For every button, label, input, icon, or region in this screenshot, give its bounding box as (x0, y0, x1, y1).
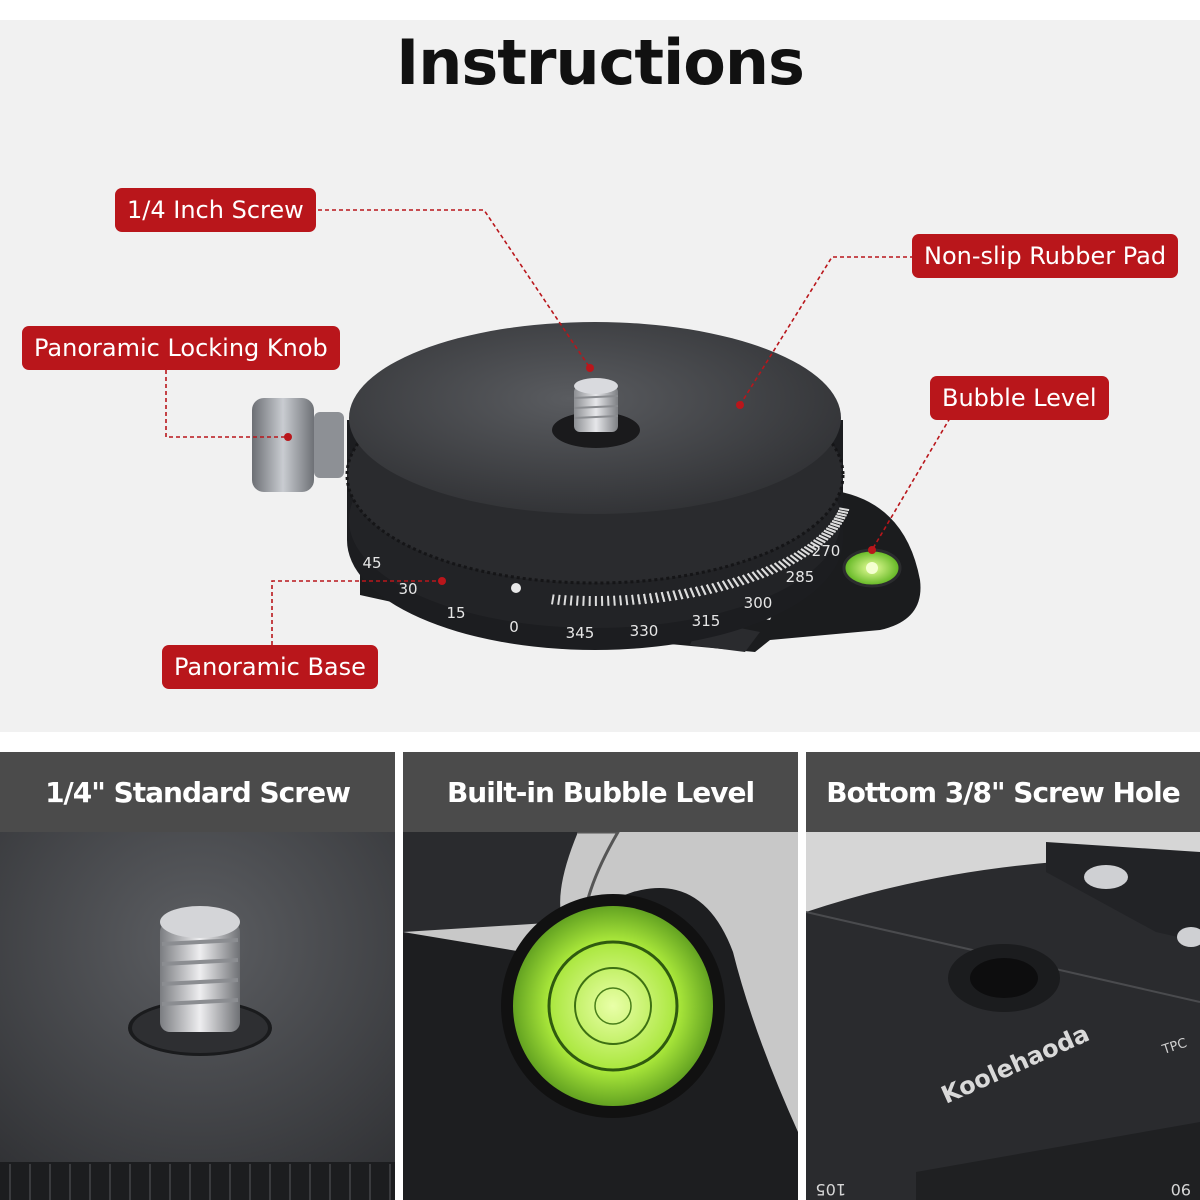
scale-tick (830, 522, 841, 528)
callout-screw: 1/4 Inch Screw (115, 188, 316, 232)
scale-tick (619, 595, 623, 606)
scale-tick (756, 569, 765, 579)
panel-title: Built-in Bubble Level (403, 752, 798, 832)
scale-tick (837, 509, 849, 514)
callout-rubber-pad: Non-slip Rubber Pad (912, 234, 1179, 278)
scale-tick (742, 574, 750, 584)
scale-tick (815, 536, 826, 544)
scale-tick (660, 591, 666, 602)
scale-tick (716, 581, 724, 592)
scale-tick (672, 590, 678, 601)
scale-tick (569, 595, 573, 606)
scale-tick (789, 554, 799, 563)
scale-number: 270 (812, 542, 841, 560)
scale-number: 330 (630, 622, 659, 640)
scale-number: 315 (692, 612, 721, 630)
scale-tick (765, 566, 774, 575)
scale-tick (721, 580, 729, 590)
scale-number: 30 (398, 580, 417, 598)
scale-tick (773, 562, 783, 571)
scale-tick (810, 541, 820, 549)
scale-tick (831, 520, 843, 525)
screw-closeup-image (0, 832, 395, 1200)
scale-tick (711, 582, 718, 593)
scale-tick (550, 594, 555, 605)
scale-tick (803, 545, 814, 554)
scale-tick (823, 529, 834, 536)
scale-tick (818, 534, 829, 541)
scale-number: 345 (566, 624, 595, 642)
scale-tick (637, 594, 641, 605)
scale-tick (666, 591, 672, 602)
scale-tick (835, 515, 846, 520)
scale-tick (700, 585, 707, 596)
scale-tick (678, 589, 684, 600)
page-title: Instructions (396, 26, 805, 99)
scale-tick (836, 512, 847, 517)
scale-tick (683, 588, 690, 599)
panel-title: Bottom 3/8" Screw Hole (806, 752, 1200, 832)
scale-number: 90 (1171, 1180, 1191, 1199)
instructions-section: Instructions (0, 20, 1200, 732)
scale-tick (732, 577, 740, 587)
scale-tick (648, 593, 654, 604)
scale-tick (694, 586, 701, 597)
scale-tick (751, 571, 760, 581)
scale-tick (793, 552, 803, 560)
callout-locking-knob: Panoramic Locking Knob (22, 326, 340, 370)
bubble-level-closeup-image (403, 832, 798, 1200)
scale-tick (563, 595, 567, 606)
panel-title: 1/4" Standard Screw (0, 752, 395, 832)
scale-tick (778, 560, 787, 569)
scale-tick (807, 543, 817, 551)
scale-tick (727, 578, 735, 589)
scale-tick (827, 524, 839, 531)
scale-number: 105 (815, 1180, 846, 1199)
scale-tick (821, 532, 832, 539)
scale-tick (813, 539, 823, 546)
scale-tick (654, 592, 660, 603)
scale-tick (769, 564, 779, 573)
scale-tick (613, 595, 616, 606)
callout-base: Panoramic Base (162, 645, 378, 689)
scale-number: 0 (509, 618, 519, 636)
scale-tick (839, 507, 850, 512)
feature-panel-screw: 1/4" Standard Screw (0, 752, 395, 1200)
scale-tick (737, 576, 745, 586)
scale-tick (786, 556, 795, 565)
scale-tick (606, 595, 610, 606)
scale-tick (825, 527, 836, 533)
scale-tick (557, 594, 561, 605)
scale-tick (643, 593, 647, 604)
feature-panel-screw-hole: Bottom 3/8" Screw Hole Koolehaoda TPC 10… (806, 752, 1200, 1200)
scale-tick (631, 594, 635, 605)
scale-tick (760, 567, 770, 577)
scale-number: 285 (786, 568, 815, 586)
callout-bubble-level: Bubble Level (930, 376, 1109, 420)
feature-panel-bubble-level: Built-in Bubble Level (403, 752, 798, 1200)
scale-tick (746, 572, 755, 583)
scale-number: 15 (446, 604, 465, 622)
scale-tick (705, 584, 713, 594)
scale-number: 300 (744, 594, 773, 612)
scale-tick (576, 595, 579, 606)
screw-hole-closeup-image: Koolehaoda TPC 105 90 (806, 832, 1200, 1200)
panoramic-head-illustration: 45 30 15 0 345 330 315 300 285 270 (252, 322, 921, 652)
scale-tick (625, 595, 629, 606)
scale-tick (782, 558, 791, 567)
scale-number: 45 (362, 554, 381, 572)
scale-tick (797, 550, 807, 558)
scale-tick (689, 587, 696, 598)
locking-knob (252, 398, 314, 492)
scale-tick (833, 517, 844, 523)
scale-tick (800, 548, 810, 556)
